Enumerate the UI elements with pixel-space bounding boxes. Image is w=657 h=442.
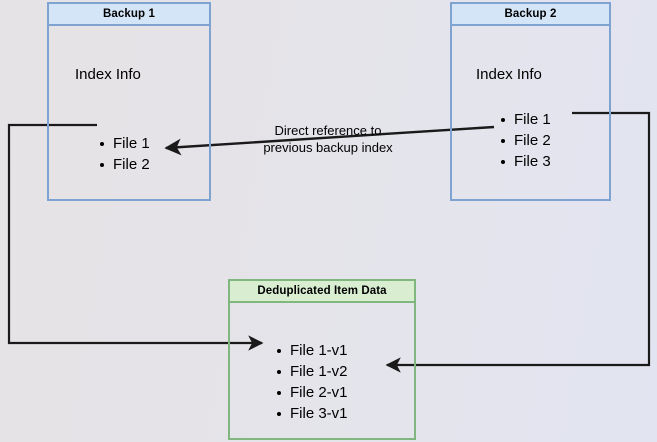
list-item: File 3-v1 <box>274 403 348 424</box>
direct-reference-annotation: Direct reference to previous backup inde… <box>254 122 402 156</box>
dedup-item-list: File 1-v1 File 1-v2 File 2-v1 File 3-v1 <box>274 340 348 424</box>
backup-2-box[interactable]: Backup 2 Index Info File 1 File 2 File 3 <box>450 2 611 201</box>
backup-1-body: Index Info File 1 File 2 <box>49 26 209 197</box>
dedup-header: Deduplicated Item Data <box>230 281 414 303</box>
list-item: File 3 <box>498 151 551 172</box>
backup-1-header: Backup 1 <box>49 4 209 26</box>
dedup-body: File 1-v1 File 1-v2 File 2-v1 File 3-v1 <box>230 303 414 436</box>
list-item: File 1-v1 <box>274 340 348 361</box>
backup-1-index-label: Index Info <box>75 66 141 83</box>
backup-1-file-list: File 1 File 2 <box>97 133 150 175</box>
backup-2-header: Backup 2 <box>452 4 609 26</box>
list-item: File 2 <box>97 154 150 175</box>
annotation-line-2: previous backup index <box>263 140 393 155</box>
list-item: File 1 <box>498 109 551 130</box>
backup-1-box[interactable]: Backup 1 Index Info File 1 File 2 <box>47 2 211 201</box>
backup-2-file-list: File 1 File 2 File 3 <box>498 109 551 172</box>
backup-2-body: Index Info File 1 File 2 File 3 <box>452 26 609 197</box>
list-item: File 2-v1 <box>274 382 348 403</box>
list-item: File 2 <box>498 130 551 151</box>
list-item: File 1 <box>97 133 150 154</box>
backup-2-index-label: Index Info <box>476 66 542 83</box>
annotation-line-1: Direct reference to <box>274 123 382 138</box>
deduplicated-item-data-box[interactable]: Deduplicated Item Data File 1-v1 File 1-… <box>228 279 416 440</box>
list-item: File 1-v2 <box>274 361 348 382</box>
